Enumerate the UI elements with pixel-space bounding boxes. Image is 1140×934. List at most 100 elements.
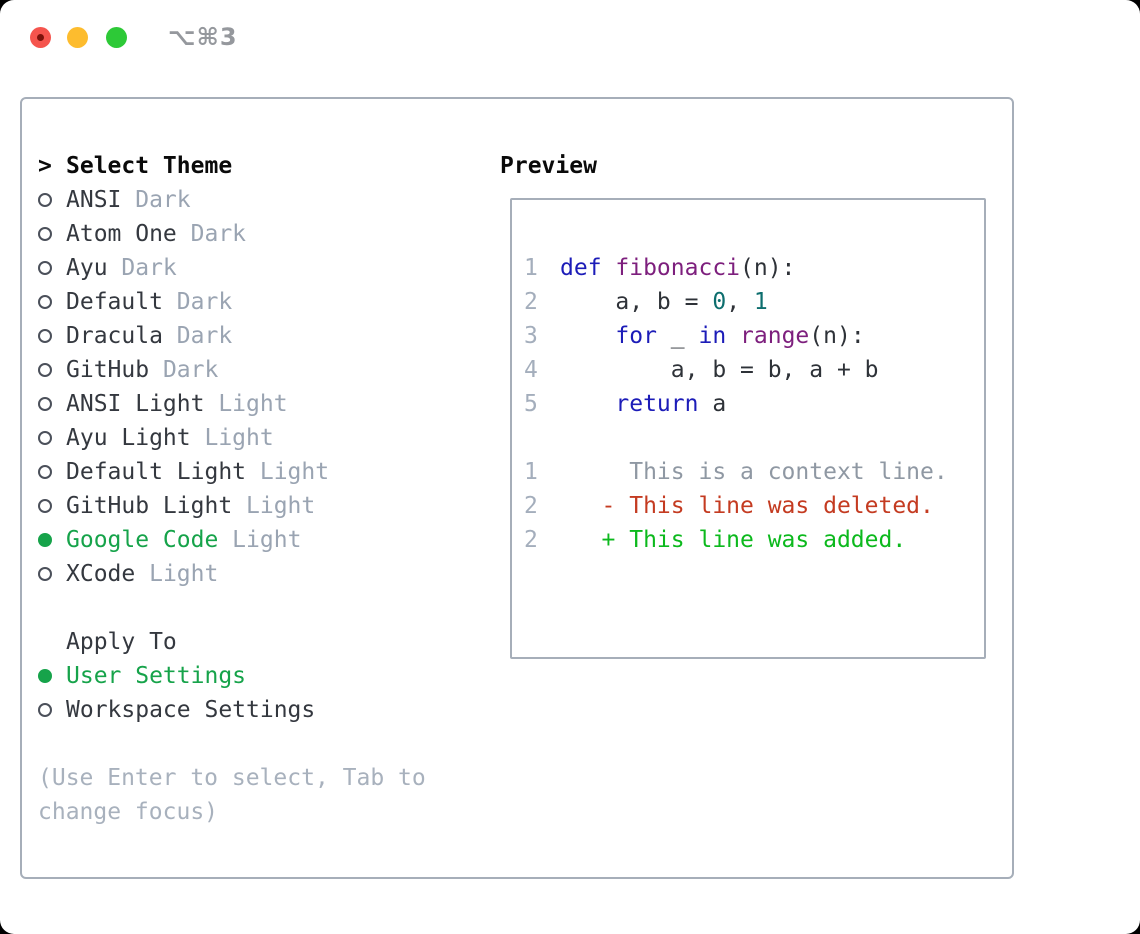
theme-name: Ayu Light [66, 425, 191, 451]
apply-option-label: User Settings [66, 663, 247, 689]
theme-option-row[interactable]: Google Code Light [38, 523, 426, 557]
radio-icon[interactable] [38, 465, 52, 479]
help-text-line-1: (Use Enter to select, Tab to [38, 765, 426, 791]
theme-name: ANSI [66, 187, 122, 213]
radio-selected-icon[interactable] [38, 669, 52, 683]
line-number: 5 [524, 391, 538, 417]
code-token-ctx: This is a context line. [560, 459, 948, 485]
theme-option-row[interactable]: Default Dark [38, 285, 426, 319]
marker-cell [38, 499, 66, 513]
line-number: 1 [524, 459, 538, 485]
theme-option-row[interactable]: Ayu Light Light [38, 421, 426, 455]
theme-option-row[interactable]: ANSI Light Light [38, 387, 426, 421]
marker-cell [38, 533, 66, 547]
code-token-pl: _ [656, 323, 699, 349]
theme-variant: Dark [121, 187, 191, 213]
spacer [38, 591, 426, 625]
code-line: 3 for _ in range(n): [512, 319, 984, 353]
code-token-pl: a, b = b, a + b [560, 357, 879, 383]
radio-icon[interactable] [38, 329, 52, 343]
preview-header: Preview [500, 153, 597, 179]
radio-icon[interactable] [38, 227, 52, 241]
code-token-lit: 1 [753, 289, 768, 315]
radio-icon[interactable] [38, 397, 52, 411]
theme-variant: Light [246, 459, 330, 485]
line-number: 2 [524, 527, 538, 553]
theme-option-row[interactable]: Dracula Dark [38, 319, 426, 353]
theme-name: Google Code [66, 527, 219, 553]
code-token-pl [726, 323, 740, 349]
diff-preview: 1 This is a context line.2 - This line w… [512, 455, 984, 557]
apply-option-row[interactable]: Workspace Settings [38, 693, 426, 727]
marker-cell [38, 363, 66, 377]
radio-selected-icon[interactable] [38, 533, 52, 547]
marker-cell [38, 261, 66, 275]
theme-variant: Light [232, 493, 316, 519]
marker-cell [38, 397, 66, 411]
select-theme-header: Select Theme [66, 153, 233, 179]
code-token-del: - This line was deleted. [560, 493, 934, 519]
diff-line: 2 - This line was deleted. [512, 489, 984, 523]
radio-icon[interactable] [38, 703, 52, 717]
radio-icon[interactable] [38, 363, 52, 377]
titlebar: ⌥⌘3 [0, 0, 1140, 70]
theme-variant: Light [190, 425, 274, 451]
line-number: 3 [524, 323, 538, 349]
theme-name: GitHub [66, 357, 150, 383]
radio-icon[interactable] [38, 567, 52, 581]
code-token-pl: (n): [740, 255, 796, 281]
code-token-kw: return [615, 391, 699, 417]
theme-variant: Dark [176, 221, 247, 247]
code-line: 5 return a [512, 387, 984, 421]
theme-option-row[interactable]: Default Light Light [38, 455, 426, 489]
marker-cell [38, 329, 66, 343]
line-number: 4 [524, 357, 538, 383]
minimize-button[interactable] [67, 27, 88, 48]
window-title: ⌥⌘3 [168, 23, 238, 51]
cursor-marker: > [38, 153, 52, 179]
theme-name: Ayu [66, 255, 108, 281]
radio-icon[interactable] [38, 431, 52, 445]
theme-name: Default [66, 289, 163, 315]
radio-icon[interactable] [38, 499, 52, 513]
theme-option-row[interactable]: GitHub Dark [38, 353, 426, 387]
radio-icon[interactable] [38, 295, 52, 309]
marker-cell [38, 465, 66, 479]
zoom-button[interactable] [106, 27, 127, 48]
help-text-line-2: change focus) [38, 799, 219, 825]
theme-option-row[interactable]: Ayu Dark [38, 251, 426, 285]
marker-cell [38, 703, 66, 717]
code-token-pl: , [726, 289, 754, 315]
radio-icon[interactable] [38, 261, 52, 275]
theme-variant: Dark [149, 357, 219, 383]
select-theme-header-row: > Select Theme [38, 149, 426, 183]
theme-option-row[interactable]: Atom One Dark [38, 217, 426, 251]
theme-option-row[interactable]: XCode Light [38, 557, 426, 591]
diff-line: 1 This is a context line. [512, 455, 984, 489]
theme-variant: Dark [162, 289, 233, 315]
line-number: 2 [524, 289, 538, 315]
code-line: 4 a, b = b, a + b [512, 353, 984, 387]
diff-line: 2 + This line was added. [512, 523, 984, 557]
code-token-kw: def [560, 255, 616, 281]
radio-icon[interactable] [38, 193, 52, 207]
theme-variant: Dark [162, 323, 233, 349]
theme-option-row[interactable]: GitHub Light Light [38, 489, 426, 523]
code-token-fn: range [740, 323, 810, 349]
apply-option-row[interactable]: User Settings [38, 659, 426, 693]
code-token-pl: (n): [809, 323, 865, 349]
apply-to-header: Apply To [66, 629, 177, 655]
theme-option-row[interactable]: ANSI Dark [38, 183, 426, 217]
theme-name: Default Light [66, 459, 247, 485]
code-token-pl [560, 391, 615, 417]
theme-variant: Dark [107, 255, 177, 281]
marker-cell [38, 193, 66, 207]
code-token-pl: a [698, 391, 727, 417]
line-number: 2 [524, 493, 538, 519]
close-button[interactable] [30, 27, 51, 48]
apply-to-header-row: Apply To [38, 625, 426, 659]
